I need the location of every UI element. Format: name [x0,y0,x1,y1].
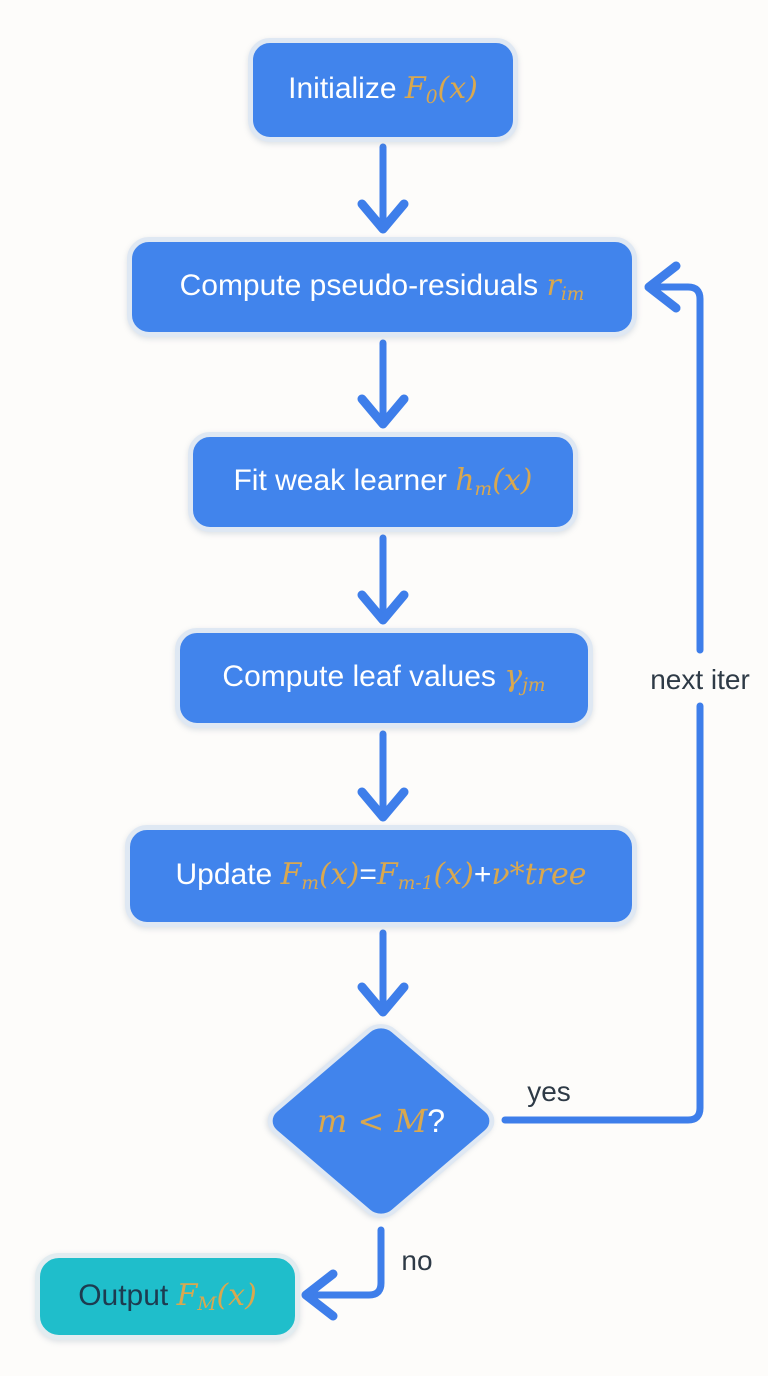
edge-init-to-residuals [357,143,409,234]
edge-update-to-decision [357,929,409,1017]
edge-residuals-to-fit [357,339,409,429]
edge-label-next-iter: next iter [650,664,750,695]
node-initialize-f0-label: Initialize F0(x) [288,71,478,109]
node-update-model-label: Update Fm(x)=Fm-1(x)+ν*tree [175,857,587,895]
edge-label-yes: yes [527,1076,571,1107]
edge-leaf-to-update [357,730,409,822]
node-compute-leaf-values: Compute leaf values γjm [175,628,593,728]
node-update-model: Update Fm(x)=Fm-1(x)+ν*tree [125,825,637,927]
node-fit-weak-learner: Fit weak learner hm(x) [188,432,578,532]
node-initialize-f0: Initialize F0(x) [248,38,518,142]
node-fit-weak-learner-label: Fit weak learner hm(x) [233,463,533,501]
node-output-fM-label: Output FM(x) [78,1277,257,1316]
node-compute-pseudo-residuals-label: Compute pseudo-residuals rim [179,268,585,306]
node-compute-leaf-values-label: Compute leaf values γjm [222,659,546,697]
node-compute-pseudo-residuals: Compute pseudo-residuals rim [127,237,637,337]
node-output-fM: Output FM(x) [35,1253,300,1340]
edge-label-no: no [401,1245,433,1276]
decision-m-less-than-M-label: m < M? [316,1102,446,1140]
edge-decision-no-to-output [301,1226,385,1321]
edge-fit-to-leaf [357,534,409,625]
